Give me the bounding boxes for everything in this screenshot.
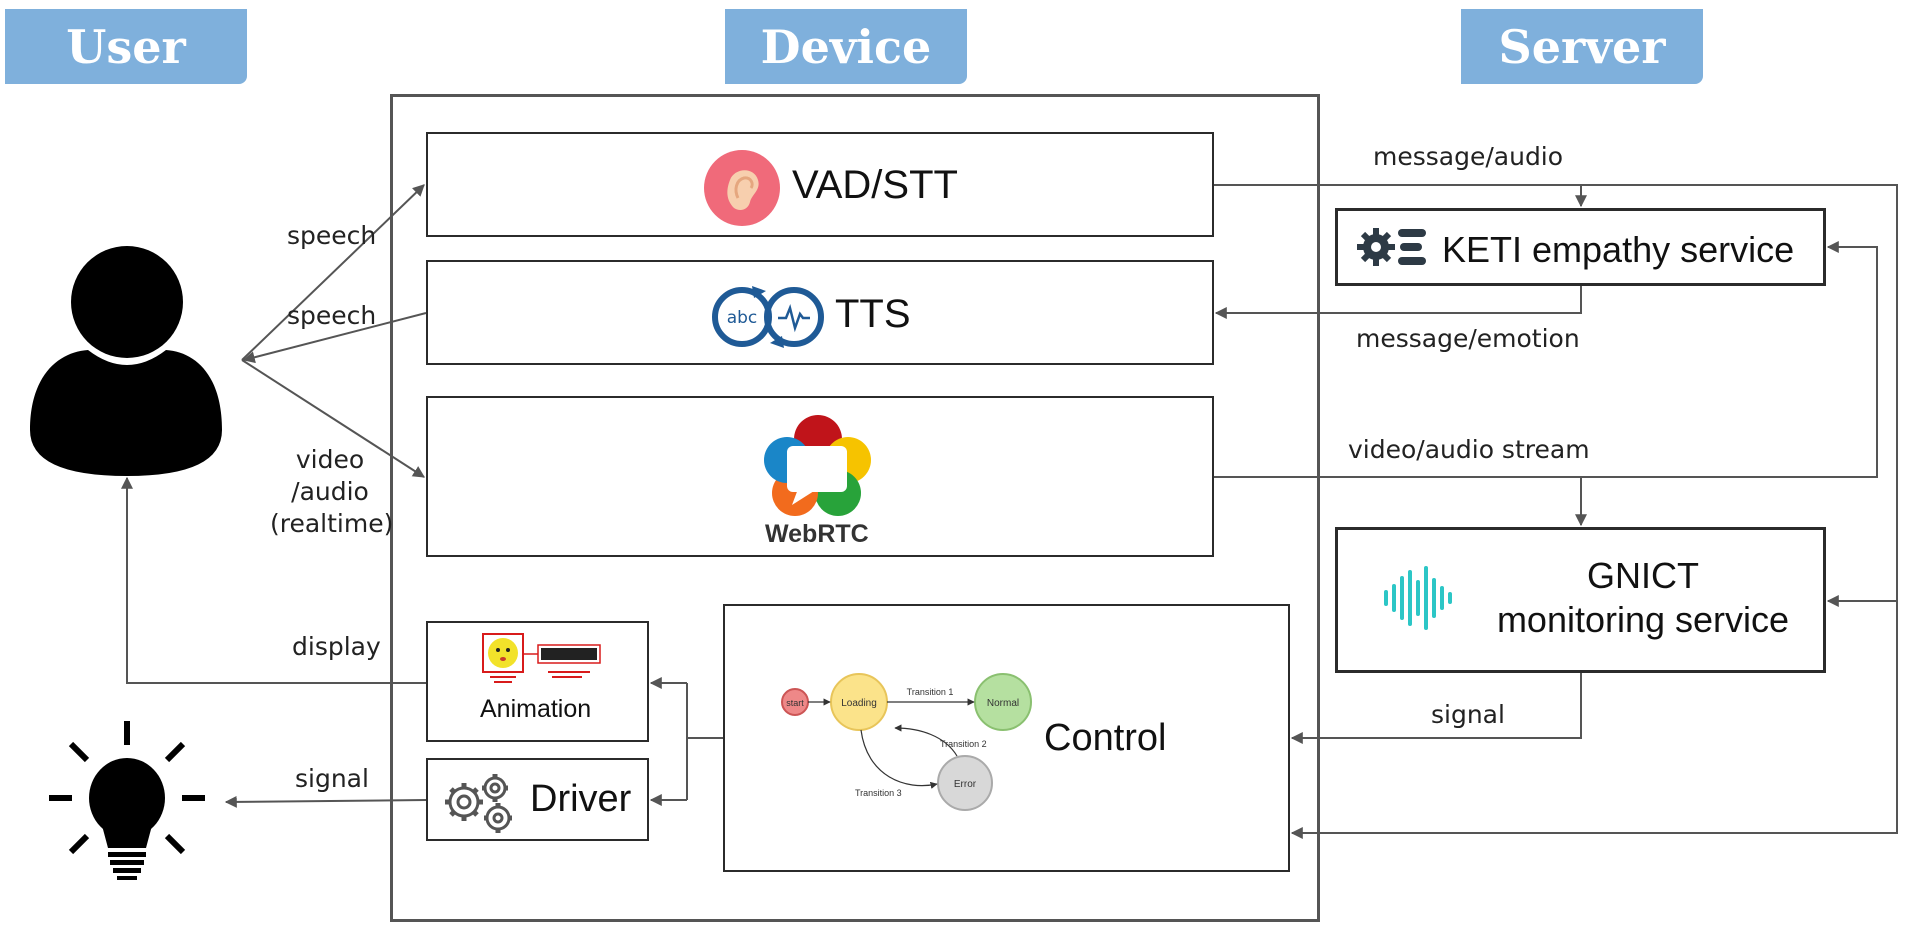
gears-icon — [445, 774, 512, 833]
speech-out-label: speech — [287, 301, 377, 330]
user-header: User — [5, 9, 247, 84]
state-diagram: start Loading Normal Error Transition 1 … — [781, 673, 1032, 811]
message-emotion-label: message/emotion — [1356, 324, 1580, 353]
server-header-label: Server — [1498, 19, 1666, 74]
gnict-label-line1: GNICT — [1587, 555, 1699, 596]
control-module: start Loading Normal Error Transition 1 … — [723, 604, 1290, 872]
video-label-line1: video — [295, 445, 365, 474]
transition-1-label: Transition 1 — [907, 687, 954, 697]
user-header-label: User — [66, 19, 186, 74]
driver-module: Driver — [426, 758, 649, 841]
webrtc-label: WebRTC — [765, 520, 869, 548]
animation-preview-icon — [482, 633, 601, 683]
animation-module: Animation — [426, 621, 649, 742]
tts-icon: abc — [712, 286, 824, 348]
animation-label: Animation — [480, 695, 592, 723]
state-loading-label: Loading — [841, 698, 877, 709]
keti-service: KETI empathy service — [1335, 208, 1826, 286]
server-header: Server — [1461, 9, 1703, 84]
state-normal-label: Normal — [987, 698, 1019, 709]
light-bulb-icon — [49, 721, 205, 880]
speech-in-label: speech — [287, 221, 377, 250]
person-icon — [30, 246, 222, 476]
device-header-label: Device — [760, 19, 932, 74]
tts-module: abc TTS — [426, 260, 1214, 365]
gnict-label-line2: monitoring service — [1496, 599, 1790, 640]
message-audio-label: message/audio — [1373, 142, 1564, 171]
tts-label: TTS — [835, 292, 911, 336]
service-gear-icon — [1357, 228, 1426, 266]
display-label: display — [292, 632, 381, 661]
webrtc-logo-icon — [764, 415, 871, 516]
video-audio-realtime-label: video /audio (realtime) — [270, 444, 394, 540]
transition-3-label: Transition 3 — [855, 788, 902, 798]
keti-label: KETI empathy service — [1442, 229, 1795, 270]
signal-left-label: signal — [295, 764, 369, 793]
vad-stt-label: VAD/STT — [792, 163, 958, 207]
svg-text:abc: abc — [727, 308, 758, 328]
webrtc-module: WebRTC — [426, 396, 1214, 557]
video-label-line3: (realtime) — [270, 509, 394, 538]
signal-right-label: signal — [1431, 700, 1505, 729]
gnict-service: GNICT monitoring service — [1335, 527, 1826, 673]
sound-wave-icon — [1384, 566, 1452, 630]
state-error-label: Error — [954, 779, 977, 790]
video-label-line2: /audio — [291, 477, 369, 506]
control-label: Control — [1044, 717, 1167, 759]
device-header: Device — [725, 9, 967, 84]
transition-2-label: Transition 2 — [940, 739, 987, 749]
video-audio-stream-label: video/audio stream — [1348, 435, 1590, 464]
state-error — [937, 755, 993, 811]
vad-stt-module: VAD/STT — [426, 132, 1214, 237]
gnict-label: GNICT monitoring service — [1468, 554, 1818, 642]
driver-label: Driver — [530, 778, 632, 820]
state-start-label: start — [786, 698, 804, 708]
ear-icon — [704, 150, 780, 226]
state-normal — [974, 673, 1032, 731]
